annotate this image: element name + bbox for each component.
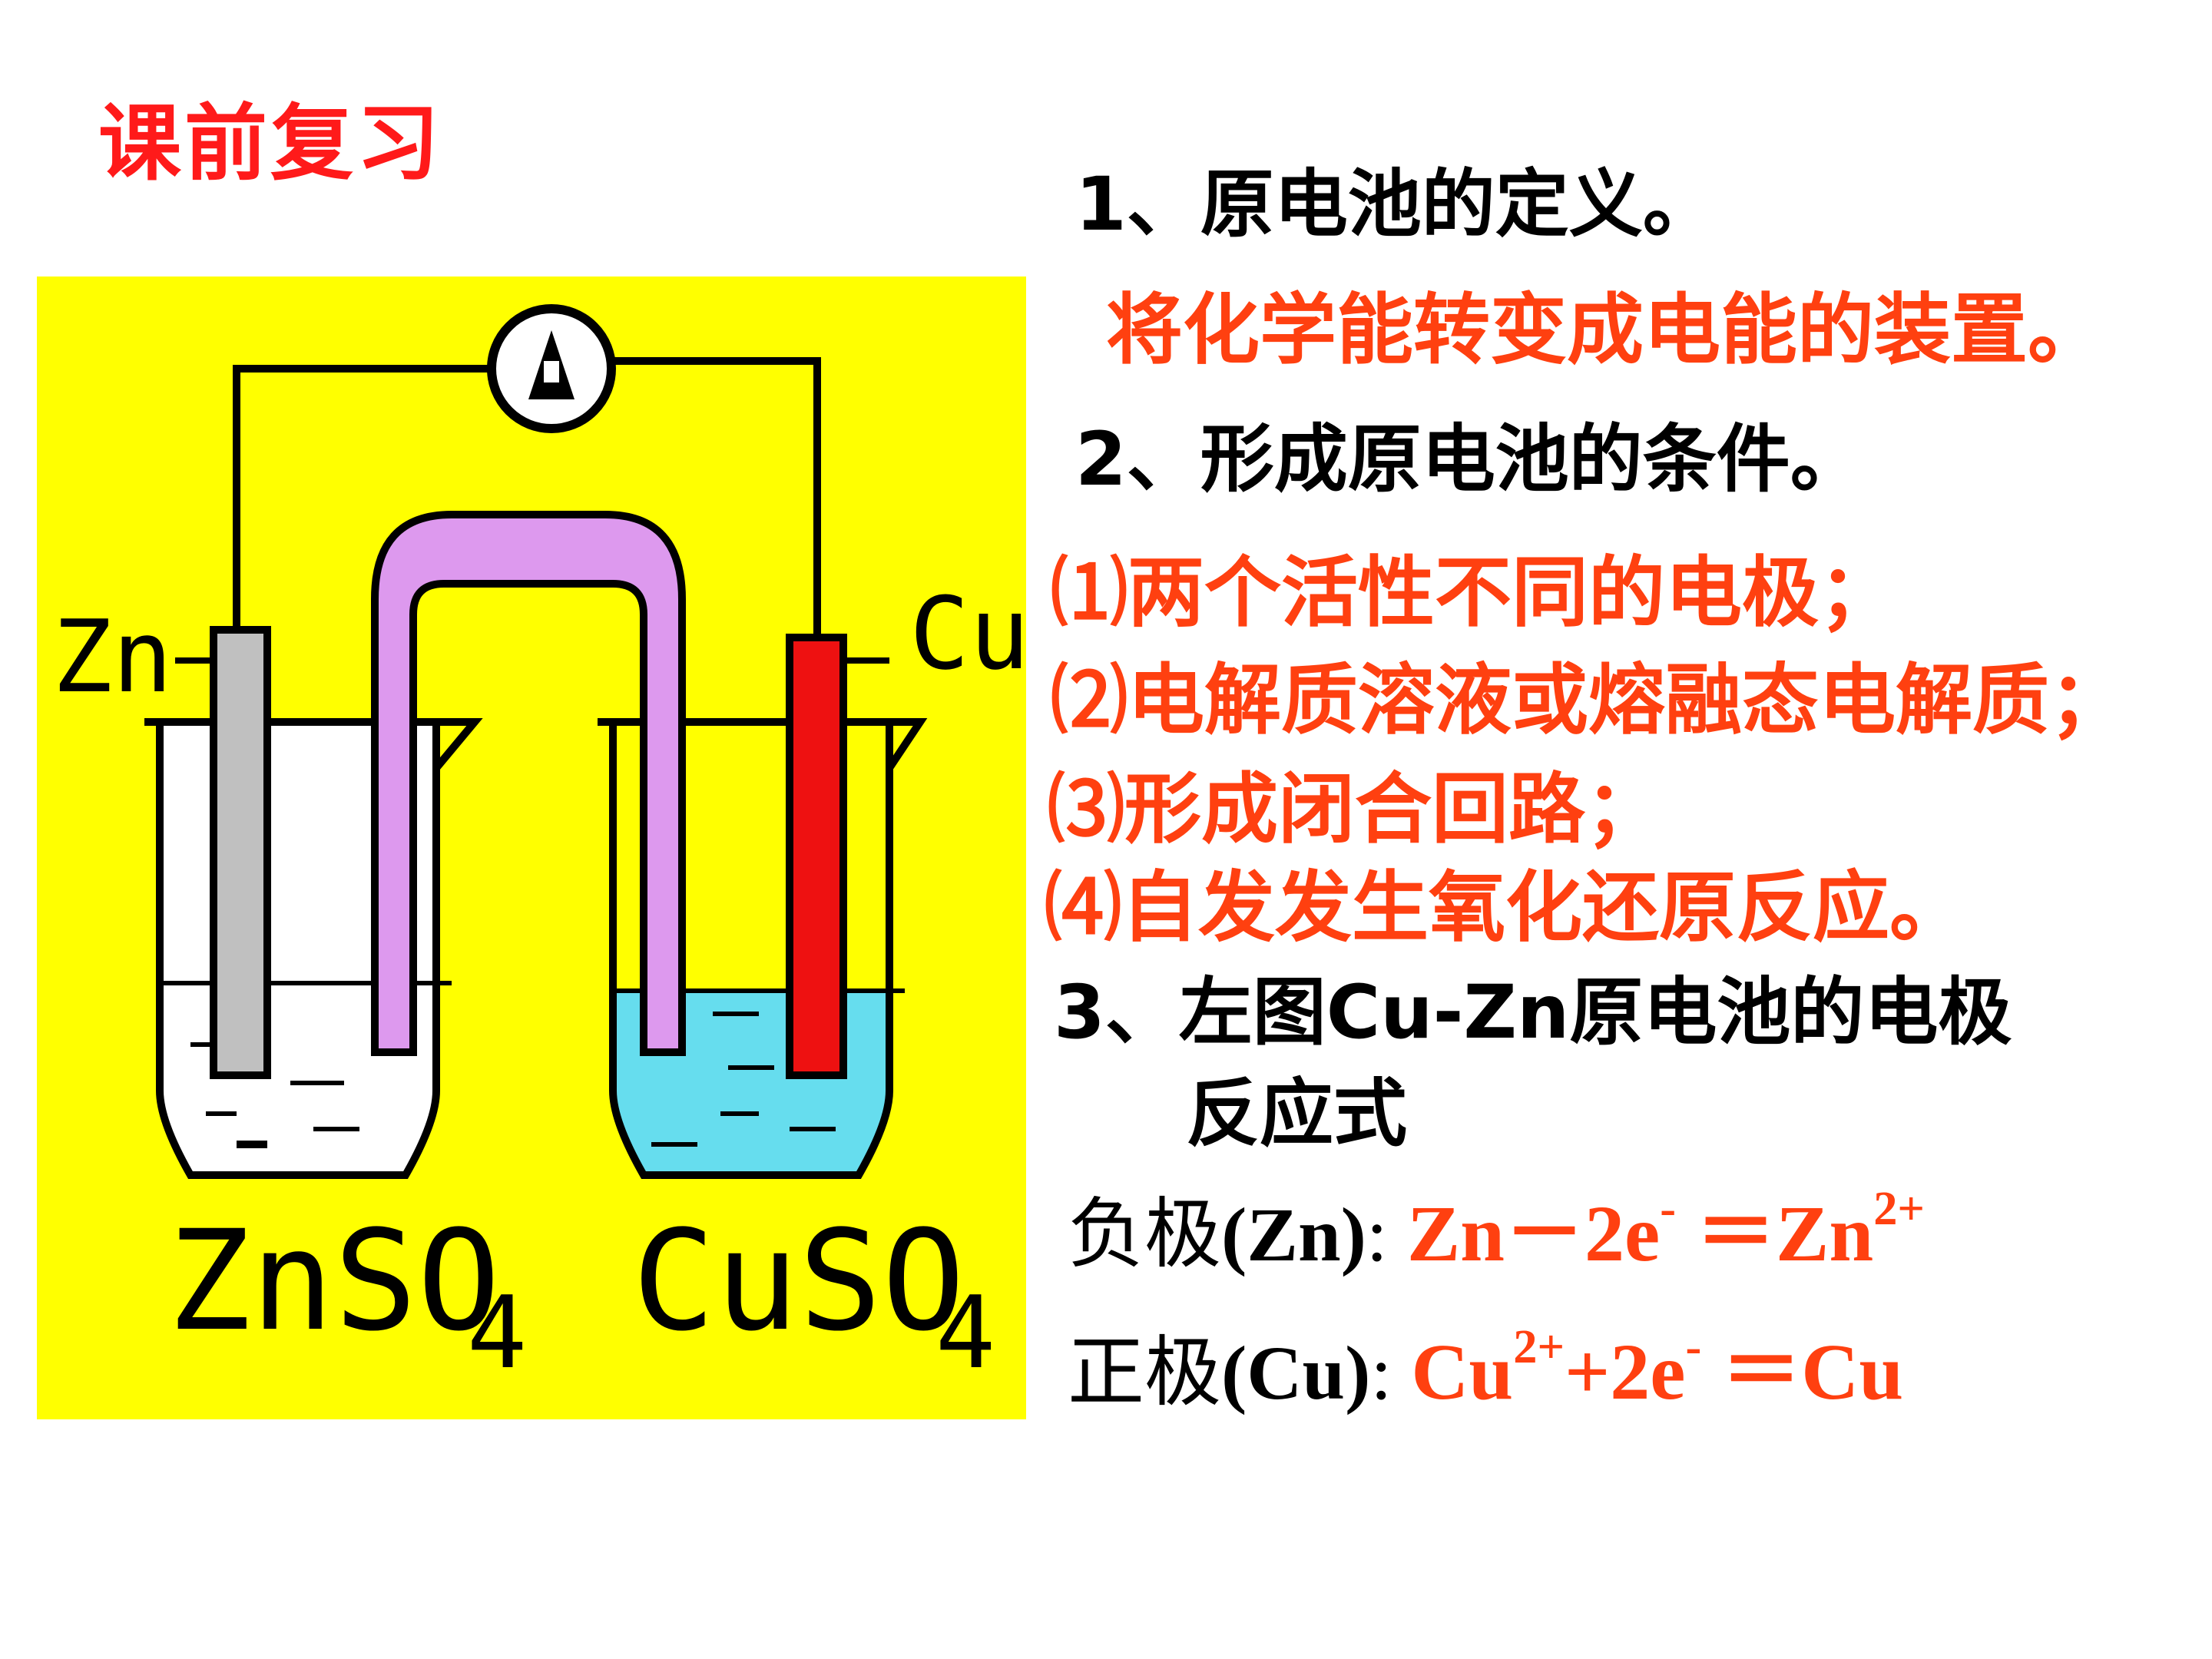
negative-eq-sup1: -	[1660, 1182, 1676, 1236]
salt-bridge	[371, 511, 686, 1056]
condition-1-number: ⑴	[1051, 548, 1128, 637]
cuso4-label: CuSO	[632, 1201, 965, 1362]
question-1-answer: 将化学能转变成电能的装置。	[1106, 285, 2104, 375]
cuso4-subscript: 4	[935, 1274, 995, 1391]
negative-electrode-equation: 负极(Zn): Zn－2e- ＝Zn2+	[1068, 1167, 1925, 1283]
condition-3: ⑶形成闭合回路；	[1048, 747, 1662, 858]
slide-title: 课前复习	[98, 96, 443, 192]
condition-2-text: 电解质溶液或熔融态电解质；	[1128, 655, 2126, 745]
cu-electrode-label: Cu	[909, 575, 1026, 692]
positive-electrode-name: (Cu)	[1221, 1330, 1371, 1416]
positive-eq-end: ＝Cu	[1701, 1328, 1904, 1416]
znso4-subscript: 4	[467, 1274, 527, 1391]
condition-2: ⑵电解质溶液或熔融态电解质；	[1051, 637, 2126, 749]
positive-eq-sup2: -	[1685, 1320, 1702, 1374]
positive-eq-base: Cu	[1411, 1328, 1514, 1416]
positive-label: 正极	[1068, 1330, 1221, 1416]
ammeter-icon: A	[487, 304, 616, 433]
question-3-heading-line1: 3、左图Cu-Zn原电池的电极	[1054, 969, 2012, 1055]
zn-electrode-label: Zn	[52, 598, 173, 715]
galvanic-cell-diagram: A Zn Cu ZnSO 4 CuSO 4	[37, 276, 1026, 1419]
condition-4: ⑷自发发生氧化还原反应。	[1045, 845, 1966, 956]
negative-label: 负极	[1068, 1192, 1221, 1277]
condition-3-text: 形成闭合回路；	[1124, 764, 1662, 854]
negative-eq-base: Zn－2e	[1406, 1190, 1661, 1278]
condition-4-number: ⑷	[1045, 863, 1121, 952]
condition-4-text: 自发发生氧化还原反应。	[1121, 863, 1966, 952]
question-3-heading-line2: 反应式	[1186, 1071, 1407, 1157]
negative-eq-mid: ＝Zn	[1675, 1190, 1874, 1278]
positive-colon: :	[1370, 1330, 1392, 1416]
question-2-heading: 2、形成原电池的条件。	[1075, 416, 1864, 502]
condition-2-number: ⑵	[1051, 655, 1128, 745]
negative-eq-sup2: 2+	[1873, 1182, 1925, 1236]
condition-1: ⑴两个活性不同的电极；	[1051, 530, 1896, 641]
positive-eq-mid: +2e	[1565, 1328, 1686, 1416]
left-beaker	[144, 718, 483, 1179]
znso4-label: ZnSO	[167, 1201, 500, 1362]
positive-electrode-equation: 正极(Cu): Cu2++2e- ＝Cu	[1068, 1306, 1903, 1422]
positive-eq-sup1: 2+	[1513, 1320, 1565, 1374]
condition-1-text: 两个活性不同的电极；	[1128, 548, 1896, 637]
negative-colon: :	[1366, 1192, 1388, 1277]
right-wire	[613, 357, 821, 637]
zinc-electrode	[210, 626, 271, 1079]
copper-electrode	[786, 634, 847, 1079]
negative-electrode-name: (Zn)	[1221, 1192, 1366, 1277]
question-1-heading: 1、原电池的定义。	[1075, 161, 1717, 247]
condition-3-number: ⑶	[1048, 764, 1124, 854]
